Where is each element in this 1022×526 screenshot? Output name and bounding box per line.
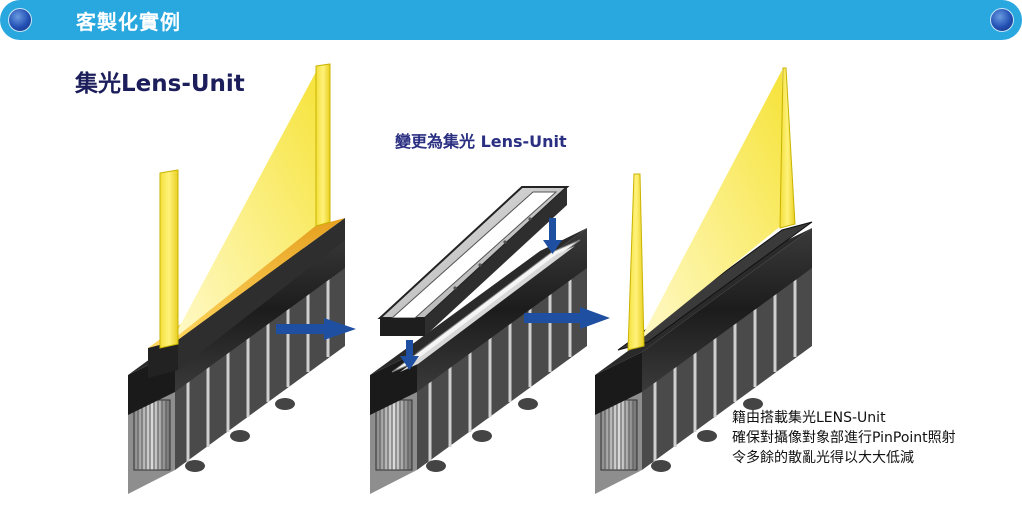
- description-line: 確保對攝像對象部進行PinPoint照射: [732, 430, 956, 446]
- header-bar: 客製化實例: [0, 0, 1022, 40]
- header-title: 客製化實例: [76, 10, 181, 34]
- arrow-down-icon: [543, 218, 562, 254]
- arrow-right-icon: [276, 318, 356, 340]
- unit-focused-light: [595, 67, 813, 494]
- description-line: 籍由搭載集光LENS-Unit: [732, 410, 886, 426]
- arrow-down-icon: [400, 340, 419, 370]
- description-text: 籍由搭載集光LENS-Unit 確保對攝像對象部進行PinPoint照射 令多餘…: [732, 408, 956, 468]
- bullet-dot-icon: [8, 8, 32, 32]
- description-line: 令多餘的散亂光得以大大低減: [732, 450, 914, 466]
- unit-standard: [128, 63, 345, 494]
- section-title: 集光Lens-Unit: [75, 71, 245, 97]
- arrow-right-icon: [524, 307, 610, 329]
- change-caption: 變更為集光 Lens-Unit: [395, 132, 567, 151]
- unit-with-lens: [370, 186, 587, 494]
- bullet-dot-icon: [990, 8, 1014, 32]
